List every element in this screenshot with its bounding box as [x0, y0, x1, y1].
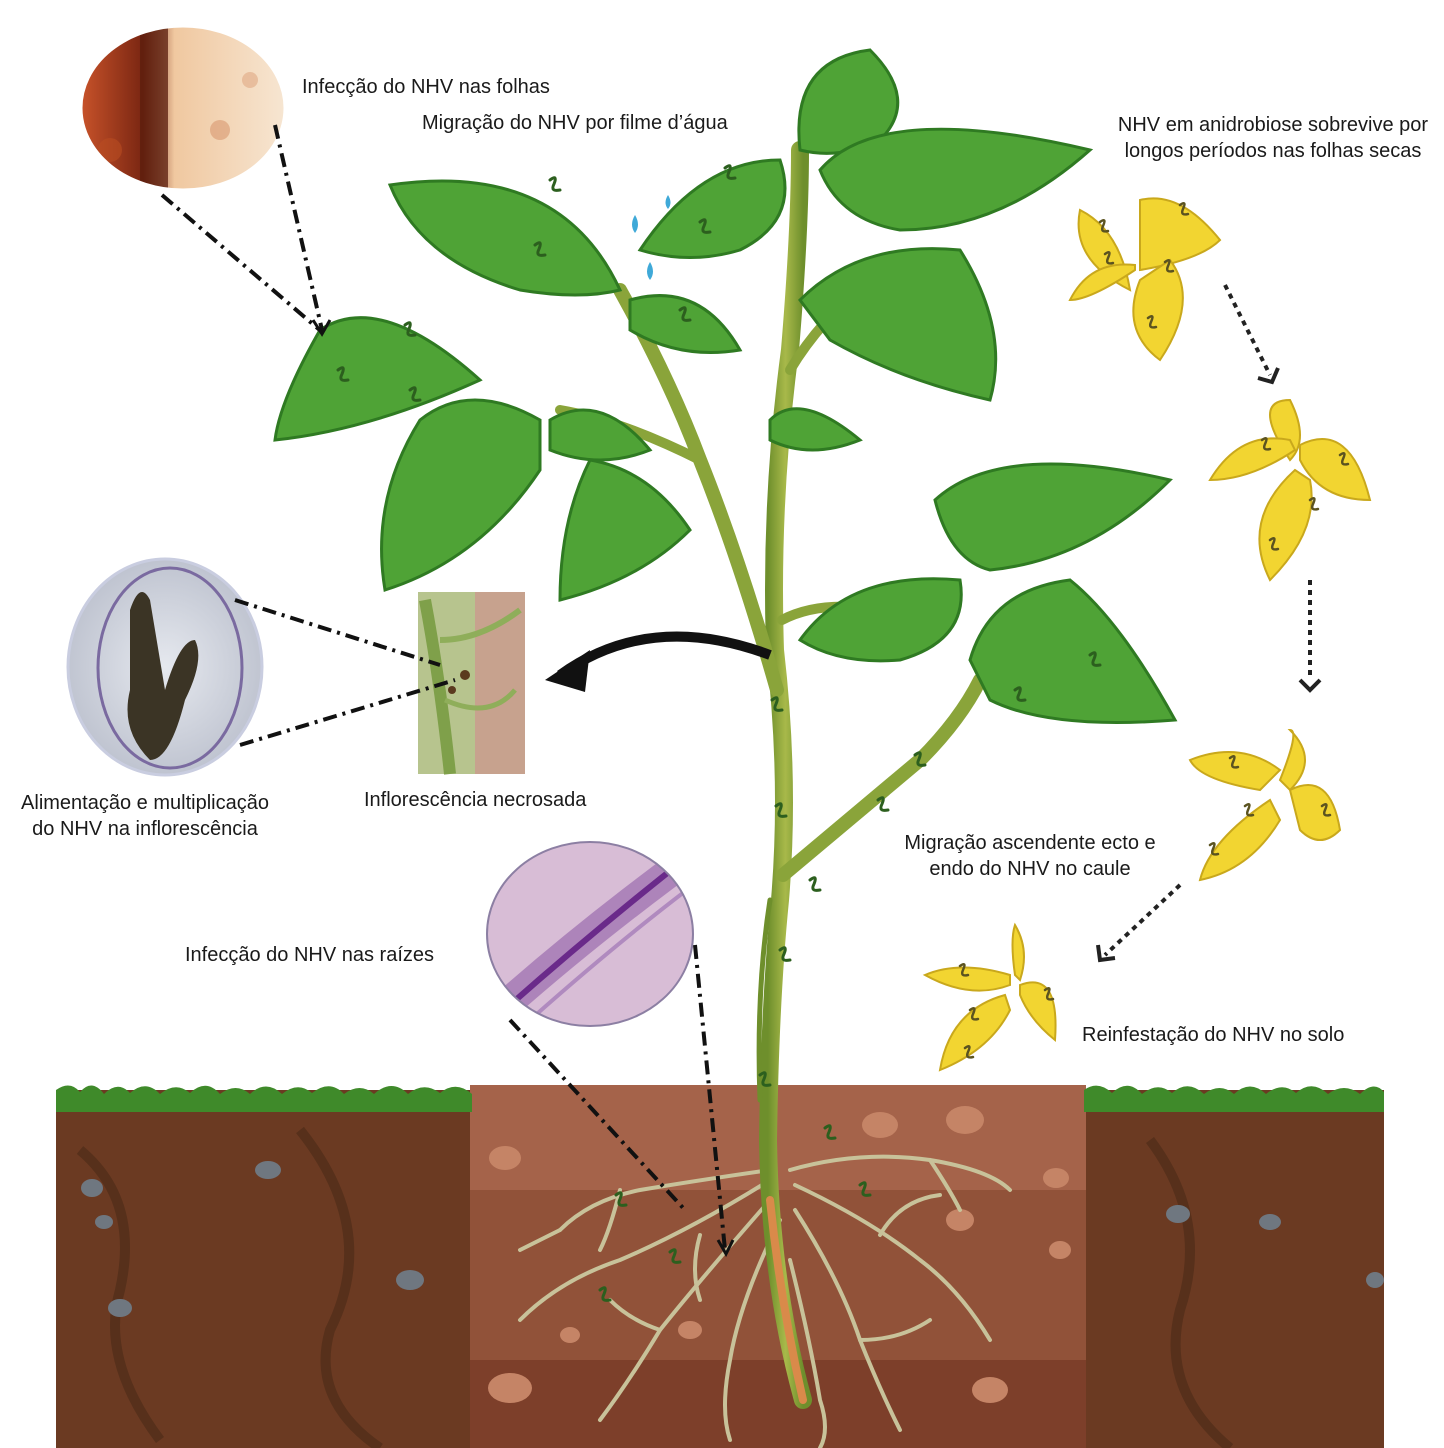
- dry-leaf-cluster-3: [1190, 730, 1340, 880]
- necrosis-arrow: [545, 637, 770, 692]
- label-anhydrobiosis-line1: NHV em anidrobiose sobrevive por: [1100, 112, 1444, 138]
- label-feeding-line2: do NHV na inflorescência: [4, 816, 286, 842]
- label-soil-reinfestation: Reinfestação do NHV no solo: [1082, 1022, 1344, 1048]
- label-water-migration: Migração do NHV por filme d’água: [422, 110, 728, 136]
- dry-leaf-cluster-4: [925, 925, 1056, 1070]
- micrograph-inflorescence: [60, 555, 270, 780]
- dry-leaf-cluster-1: [1070, 198, 1220, 360]
- label-anhydrobiosis-line2: longos períodos nas folhas secas: [1100, 138, 1444, 164]
- label-feeding: Alimentação e multiplicação do NHV na in…: [4, 790, 286, 842]
- label-anhydrobiosis: NHV em anidrobiose sobrevive por longos …: [1100, 112, 1444, 164]
- soil-profile: [56, 1085, 1384, 1448]
- label-feeding-line1: Alimentação e multiplicação: [4, 790, 286, 816]
- label-root-infection: Infecção do NHV nas raízes: [185, 942, 434, 968]
- photo-necrotic-inflorescence: [418, 592, 525, 774]
- green-leaves: [275, 50, 1175, 723]
- label-necrotic-inflorescence: Inflorescência necrosada: [364, 787, 586, 813]
- micrograph-root-infection: [480, 835, 700, 1035]
- label-stem-migration: Migração ascendente ecto e endo do NHV n…: [885, 830, 1175, 882]
- label-stem-migration-line1: Migração ascendente ecto e: [885, 830, 1175, 856]
- dry-leaf-cluster-2: [1210, 400, 1370, 580]
- micrograph-leaf-infection: [80, 25, 290, 195]
- label-leaf-infection: Infecção do NHV nas folhas: [302, 74, 550, 100]
- label-stem-migration-line2: endo do NHV no caule: [885, 856, 1175, 882]
